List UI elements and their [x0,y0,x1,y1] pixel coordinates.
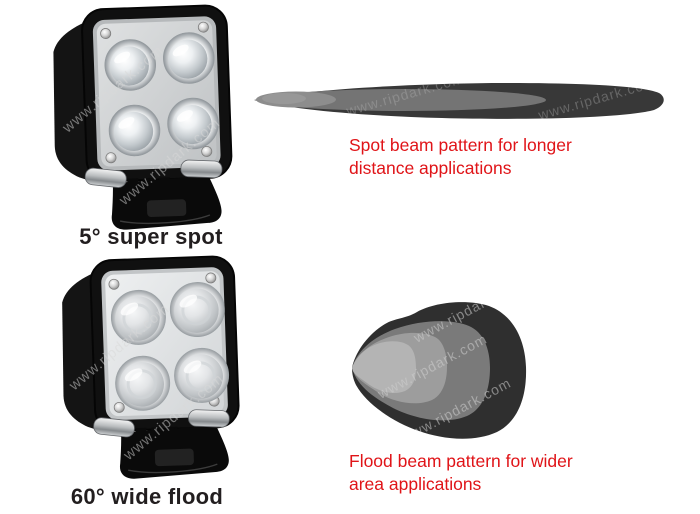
bracket-slot [154,448,194,467]
beam-hotspot [262,89,546,111]
bolt [93,417,135,438]
flood-light-photo: www.ripdark.com www.ripdark.com [62,255,240,479]
corner-screw [197,21,209,33]
spot-caption-line1: Spot beam pattern for longer [349,135,572,155]
flood-caption-line1: Flood beam pattern for wider [349,451,573,471]
spot-beam-caption: Spot beam pattern for longer distance ap… [349,134,619,180]
beam-tip [352,341,416,394]
bolt [180,159,223,178]
corner-screw [105,152,117,164]
led-lens-array [104,32,219,157]
corner-screw [113,401,125,413]
flood-caption-line2: area applications [349,474,482,494]
spot-product-label: 5° super spot [79,224,223,249]
spot-beam-pattern: www.ripdark.com www.ripdark.com [254,83,664,119]
flood-beam-caption: Flood beam pattern for wider area applic… [349,450,619,496]
corner-screw [205,272,217,284]
spot-caption-line2: distance applications [349,158,512,178]
corner-screw [100,28,112,40]
bolt [188,409,230,428]
spot-light-photo: www.ripdark.com www.ripdark.com [53,4,233,230]
bracket-slot [146,199,187,218]
flood-product-label: 60° wide flood [70,484,224,509]
corner-screw [201,145,213,157]
bolt [84,167,127,188]
led-lens-array [110,282,230,411]
corner-screw [108,278,120,290]
flood-beam-pattern: www.ripdark.com www.ripdark.com www.ripd… [352,302,527,439]
